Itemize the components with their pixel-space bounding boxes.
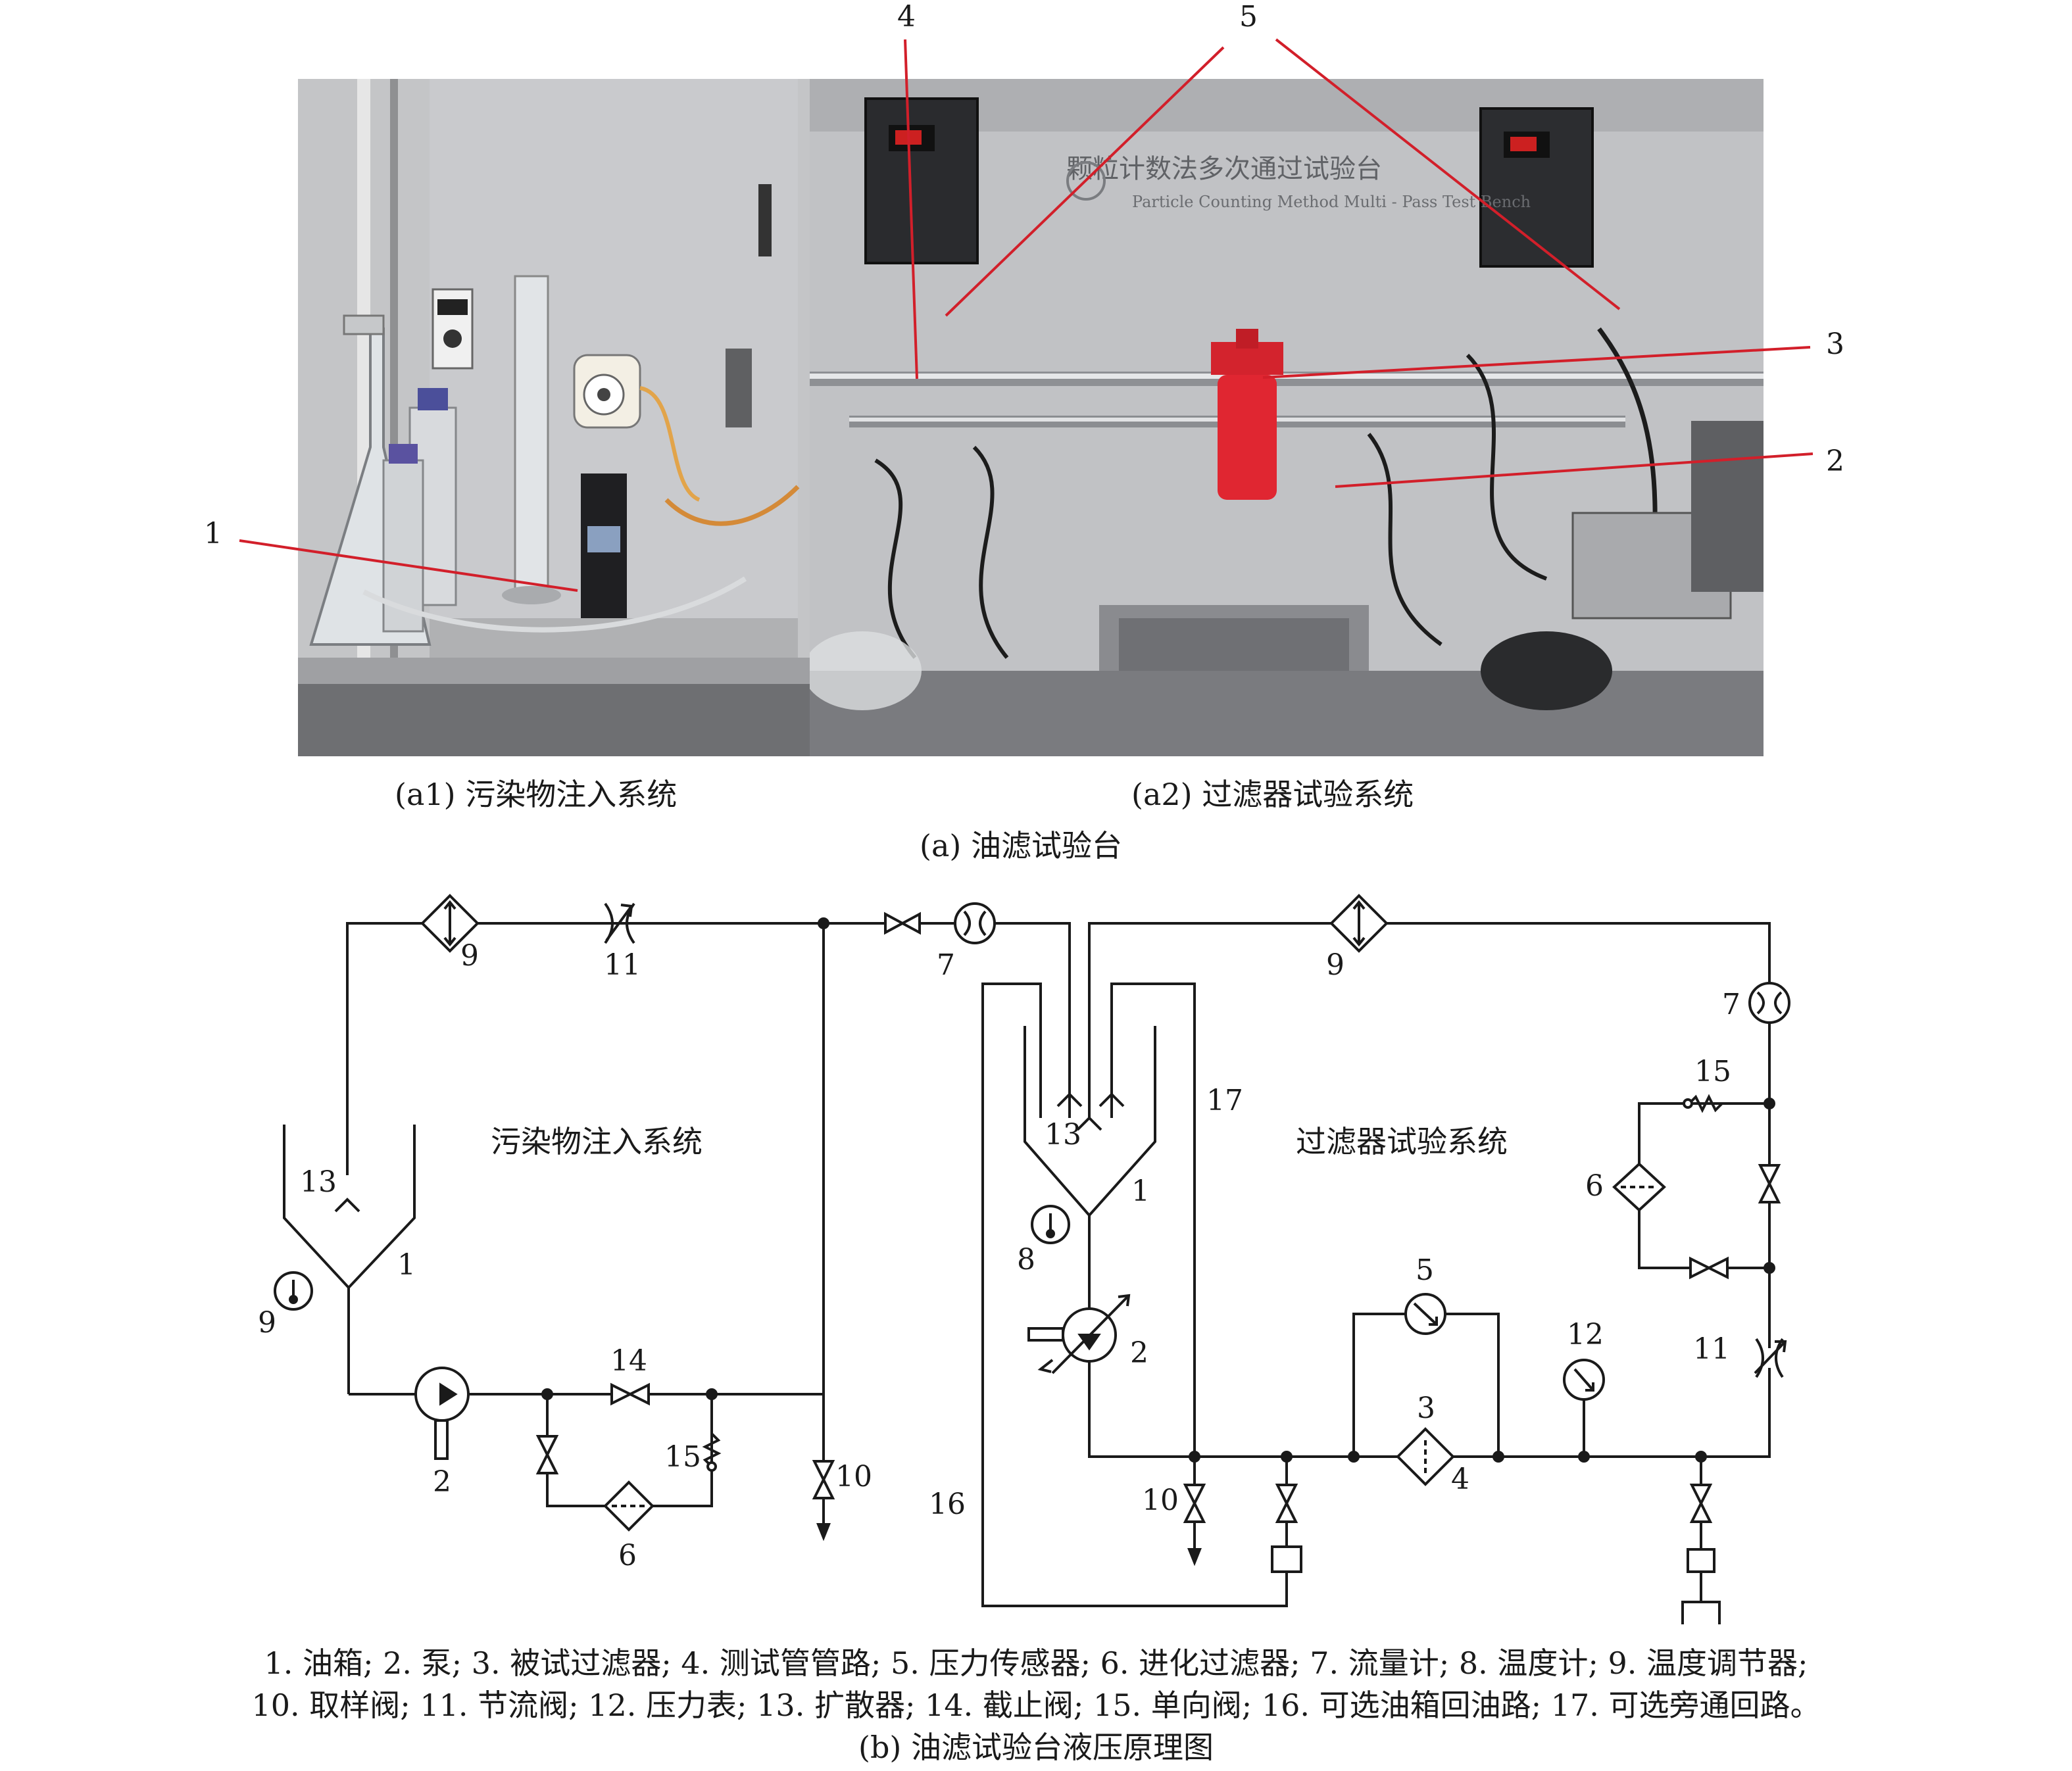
purification-filter-icon <box>1612 1162 1666 1212</box>
label-10-right: 10 <box>1142 1484 1179 1517</box>
legend-line-2: 10. 取样阀; 11. 节流阀; 12. 压力表; 13. 扩散器; 14. … <box>251 1687 1821 1723</box>
label-1-right: 1 <box>1131 1175 1150 1208</box>
label-9-right: 9 <box>1326 948 1344 982</box>
label-15-right: 15 <box>1694 1055 1731 1088</box>
pressure-gauge-icon <box>1563 1359 1605 1457</box>
label-10-left: 10 <box>835 1460 872 1493</box>
sampling-valve-icon <box>812 1460 835 1541</box>
label-8: 8 <box>1017 1243 1035 1276</box>
stop-valve-icon <box>610 1382 650 1406</box>
junction-dot <box>1764 1262 1775 1274</box>
return-valve-icon <box>1271 1457 1302 1573</box>
label-4: 4 <box>1451 1463 1469 1496</box>
label-9-left-top: 9 <box>460 939 479 973</box>
callout-3: 3 <box>1826 328 1844 361</box>
loop-valve-icon <box>1758 1164 1781 1203</box>
caption-a1: (a1) 污染物注入系统 <box>395 777 678 812</box>
pressure-sensor-icon <box>1404 1293 1446 1335</box>
label-5: 5 <box>1416 1253 1434 1287</box>
flowmeter-icon <box>954 902 996 944</box>
diffuser-icon <box>1056 1092 1083 1107</box>
label-1-left: 1 <box>397 1248 416 1282</box>
label-9-left-bottom: 9 <box>258 1306 276 1340</box>
label-11-left: 11 <box>604 948 641 982</box>
label-11-right: 11 <box>1693 1332 1730 1366</box>
label-2-right: 2 <box>1130 1336 1148 1370</box>
check-valve-icon <box>702 1432 722 1472</box>
sampling-valve-icon <box>1183 1457 1206 1566</box>
label-13-left: 13 <box>300 1165 337 1199</box>
check-valve-icon <box>1683 1094 1723 1113</box>
label-3: 3 <box>1417 1392 1435 1425</box>
legend-line-1: 1. 油箱; 2. 泵; 3. 被试过滤器; 4. 测试管管路; 5. 压力传感… <box>264 1645 1808 1681</box>
stop-valve-icon <box>1689 1256 1729 1280</box>
label-16: 16 <box>929 1488 966 1521</box>
right-system-lines <box>981 922 1771 1607</box>
label-6-left: 6 <box>618 1539 637 1572</box>
schematic-labels: 9 11 13 1 9 2 14 15 6 10 7 9 7 15 6 17 1… <box>258 939 1740 1572</box>
test-filter-icon <box>1396 1427 1455 1486</box>
junction-dot <box>1764 1098 1775 1109</box>
photo-a1-drawing <box>298 79 810 756</box>
diffuser-icon <box>1098 1092 1125 1107</box>
label-7-right: 7 <box>1722 988 1740 1021</box>
label-7-left: 7 <box>937 948 955 982</box>
variable-pump-icon <box>1027 1215 1131 1457</box>
photo-a2-drawing: 颗粒计数法多次通过试验台 Particle Counting Method Mu… <box>810 79 1764 756</box>
throttle-valve-icon <box>604 902 635 944</box>
temperature-regulator-icon <box>420 894 480 953</box>
callout-5: 5 <box>1239 0 1258 34</box>
callout-1: 1 <box>204 517 222 550</box>
label-17: 17 <box>1206 1084 1243 1117</box>
left-system-lines <box>283 922 888 1529</box>
bench-sign-cn: 颗粒计数法多次通过试验台 <box>1066 154 1382 184</box>
junction-dot <box>1492 1451 1504 1463</box>
junction-dot <box>818 917 829 929</box>
label-2-left: 2 <box>433 1465 451 1499</box>
label-12: 12 <box>1567 1318 1604 1351</box>
loop-valve-icon <box>535 1435 559 1474</box>
hydraulic-schematic: 9 11 13 1 9 2 14 15 6 10 7 9 7 15 6 17 1… <box>258 894 1790 1624</box>
callout-4: 4 <box>897 0 916 34</box>
diffuser-icon <box>1076 1116 1102 1131</box>
callout-2: 2 <box>1826 445 1844 478</box>
photo-a2-filter-test-system: 颗粒计数法多次通过试验台 Particle Counting Method Mu… <box>810 79 1764 756</box>
purification-filter-icon <box>603 1480 654 1532</box>
photo-a1-contaminant-injection <box>298 79 810 756</box>
drain-valve-icon <box>1681 1457 1721 1624</box>
label-13-right: 13 <box>1045 1118 1081 1152</box>
bench-sign-en: Particle Counting Method Multi - Pass Te… <box>1132 193 1531 211</box>
diffuser-icon <box>334 1198 360 1213</box>
caption-a: (a) 油滤试验台 <box>920 828 1122 863</box>
throttle-valve-icon <box>1754 1338 1787 1378</box>
thermometer-icon <box>274 1271 313 1311</box>
label-6-right: 6 <box>1585 1169 1604 1203</box>
left-system-label: 污染物注入系统 <box>491 1124 703 1159</box>
pump-icon <box>414 1367 470 1460</box>
label-14: 14 <box>610 1344 647 1378</box>
label-15-left: 15 <box>664 1440 701 1474</box>
thermometer-icon <box>1031 1205 1070 1244</box>
right-system-label: 过滤器试验系统 <box>1296 1124 1508 1159</box>
schematic-caption: (b) 油滤试验台液压原理图 <box>858 1730 1214 1765</box>
flowmeter-icon <box>1748 982 1790 1024</box>
connect-valve-icon <box>884 911 921 935</box>
photo-callout-lines <box>239 38 1813 592</box>
caption-a2: (a2) 过滤器试验系统 <box>1131 777 1414 812</box>
junction-dot <box>1348 1451 1360 1463</box>
temperature-regulator-icon <box>1329 894 1389 953</box>
